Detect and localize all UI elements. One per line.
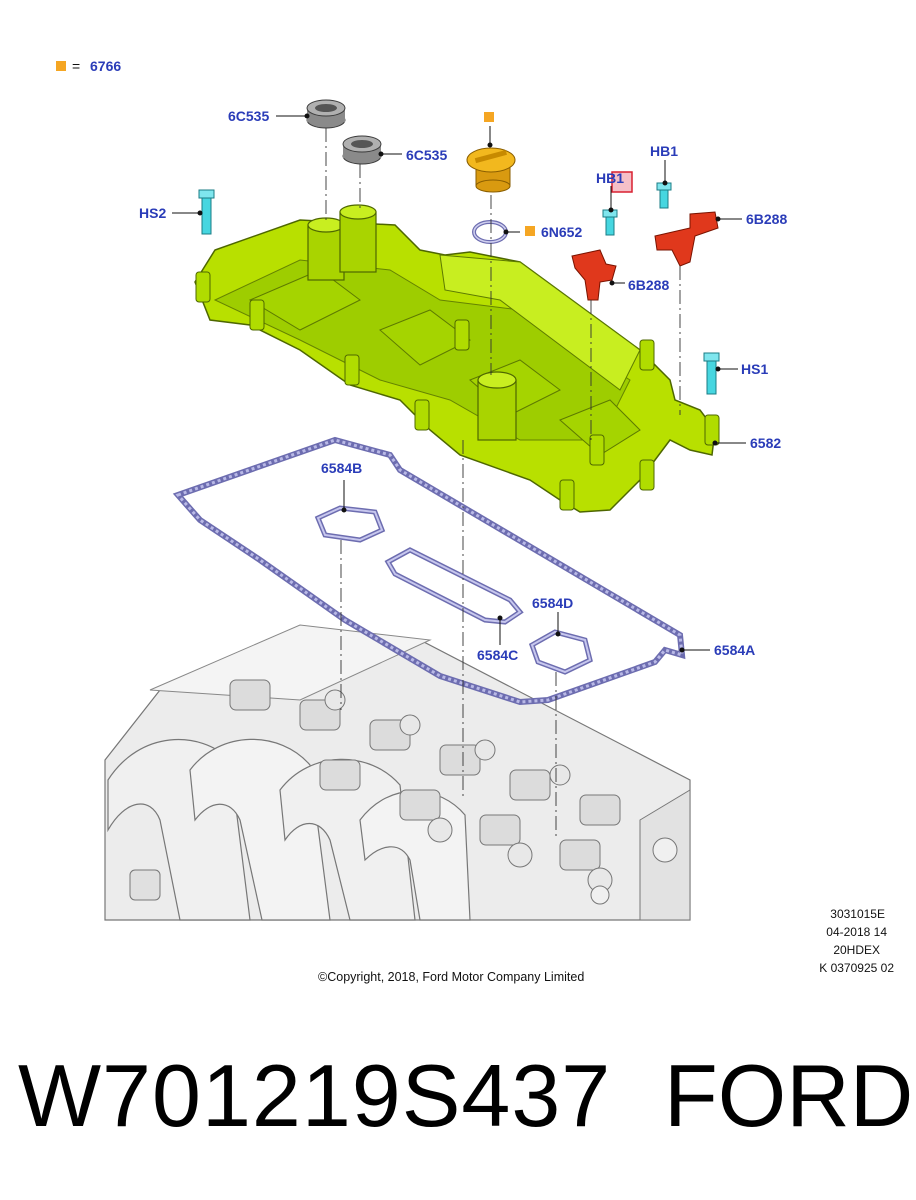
hb1-highlight-marker: [611, 171, 633, 193]
meta-line-4: K 0370925 02: [819, 961, 894, 975]
callout-6b288-right: 6B288: [746, 211, 787, 227]
bolt-hb1-right: [656, 182, 672, 209]
callout-6584a: 6584A: [714, 642, 755, 658]
callout-hb1-right: HB1: [650, 143, 678, 159]
drawing-reference: 3031015E 04-2018 14 20HDEX K 0370925 02: [819, 907, 894, 975]
callout-6584d: 6584D: [532, 595, 573, 611]
guide-lines: [325, 128, 681, 840]
brand-name: FORD: [664, 1046, 914, 1145]
sensor-6b288-right: [654, 211, 719, 267]
gasket-6584d: [528, 629, 593, 675]
valve-cover-6582: [194, 204, 720, 513]
meta-line-3: 20HDEX: [833, 943, 880, 957]
o-ring-marker-icon: [525, 226, 535, 236]
oil-filler-cap: [466, 147, 516, 193]
callout-hs2: HS2: [139, 205, 166, 221]
meta-line-2: 04-2018 14: [826, 925, 887, 939]
callout-6b288-left: 6B288: [628, 277, 669, 293]
part-number: W701219S437: [18, 1046, 612, 1145]
bolt-hb1-left: [602, 209, 618, 236]
bolt-hs1: [703, 352, 720, 395]
cylinder-head-illustration: [104, 624, 691, 921]
legend: = 6766: [56, 58, 121, 74]
meta-line-1: 3031015E: [830, 907, 885, 921]
legend-code: 6766: [90, 58, 121, 74]
callout-6c535-mid: 6C535: [406, 147, 447, 163]
callout-hb1-left: HB1: [596, 170, 624, 186]
sensor-6b288-left: [571, 249, 617, 301]
legend-marker-icon: [56, 61, 66, 71]
legend-equals: =: [72, 58, 80, 74]
callout-6584c: 6584C: [477, 647, 518, 663]
seal-6c535-mid: [342, 135, 382, 165]
callout-6c535-top: 6C535: [228, 108, 269, 124]
callout-6n652: 6N652: [541, 224, 582, 240]
gasket-6584a: [172, 436, 686, 706]
copyright-notice: ©Copyright, 2018, Ford Motor Company Lim…: [318, 970, 584, 984]
seal-6c535-top: [306, 99, 346, 129]
callout-6582: 6582: [750, 435, 781, 451]
o-ring-6n652: [472, 220, 508, 244]
leader-lines: [172, 113, 746, 653]
callout-6584b: 6584B: [321, 460, 362, 476]
gasket-6584b: [314, 505, 386, 543]
gasket-6584c: [384, 547, 524, 625]
callout-hs1: HS1: [741, 361, 768, 377]
oil-cap-marker-icon: [484, 112, 494, 122]
